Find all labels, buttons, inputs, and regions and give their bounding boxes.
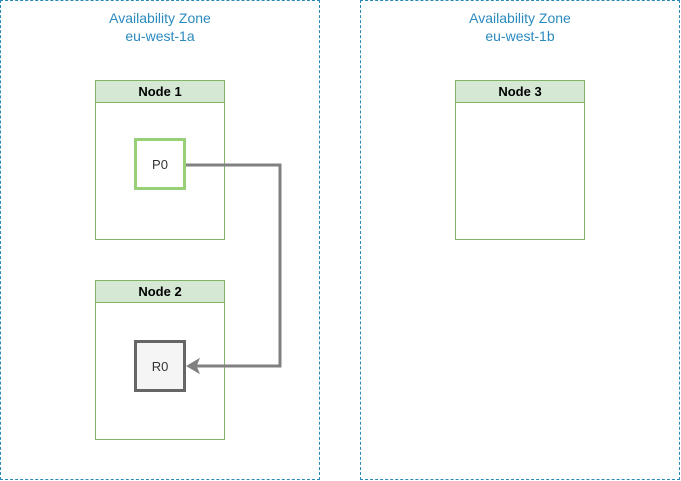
- partition-primary-p0[interactable]: P0: [134, 138, 186, 190]
- node-3[interactable]: Node 3: [455, 80, 585, 240]
- availability-zone-eu-west-1a: Availability Zone eu-west-1a: [0, 0, 320, 480]
- partition-replica-r0[interactable]: R0: [134, 340, 186, 392]
- node-header: Node 1: [96, 81, 224, 103]
- zone-label: Availability Zone eu-west-1a: [1, 9, 319, 45]
- node-header: Node 2: [96, 281, 224, 303]
- node-header: Node 3: [456, 81, 584, 103]
- zone-title: Availability Zone: [469, 10, 571, 26]
- zone-label: Availability Zone eu-west-1b: [361, 9, 679, 45]
- zone-region: eu-west-1b: [485, 28, 555, 44]
- zone-region: eu-west-1a: [125, 28, 195, 44]
- availability-zone-eu-west-1b: Availability Zone eu-west-1b: [360, 0, 680, 480]
- zone-title: Availability Zone: [109, 10, 211, 26]
